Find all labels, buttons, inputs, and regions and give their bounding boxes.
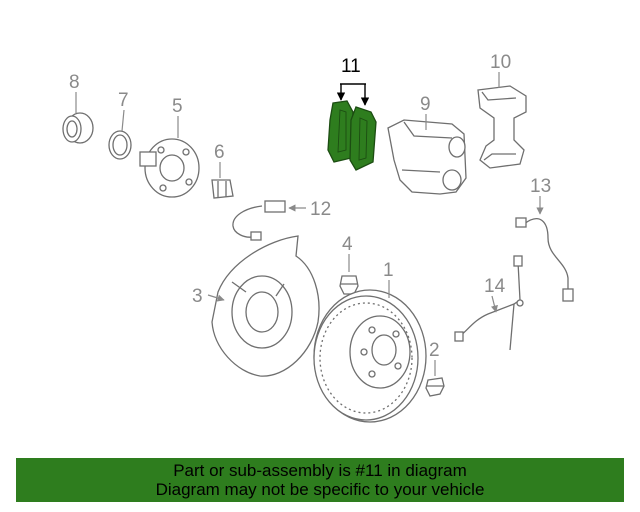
part-1-brake-rotor[interactable]: [313, 289, 427, 423]
leader-3: [207, 294, 225, 302]
leader-14: [490, 295, 498, 313]
part-7-snap-ring[interactable]: [108, 130, 132, 160]
part-8-bearing[interactable]: [62, 112, 94, 144]
banner-line-1: Part or sub-assembly is #11 in diagram: [173, 461, 467, 480]
callout-6: 6: [214, 142, 225, 163]
callout-12: 12: [310, 199, 331, 220]
part-2-bolt[interactable]: [425, 377, 445, 397]
part-14-abs-lead[interactable]: [454, 255, 524, 351]
callout-5: 5: [172, 96, 183, 117]
callout-14: 14: [484, 276, 506, 297]
part-6-nut[interactable]: [211, 179, 234, 199]
callout-11: 11: [341, 56, 361, 77]
info-banner: Part or sub-assembly is #11 in diagram D…: [16, 458, 624, 502]
exploded-brake-diagram: 8 7 5 6 12 11: [62, 52, 574, 423]
leader-7: [121, 109, 125, 132]
callout-10: 10: [490, 52, 511, 73]
callout-3: 3: [192, 286, 203, 307]
callout-8: 8: [69, 72, 80, 93]
callout-1: 1: [383, 260, 394, 281]
part-12-wear-sensor[interactable]: [232, 200, 286, 241]
callout-9: 9: [420, 94, 431, 115]
callout-4: 4: [342, 234, 353, 255]
callout-7: 7: [118, 90, 129, 111]
banner-line-2: Diagram may not be specific to your vehi…: [155, 480, 485, 499]
part-4-bolt[interactable]: [339, 275, 359, 295]
callout-2: 2: [429, 340, 440, 361]
part-5-hub[interactable]: [139, 138, 200, 198]
part-9-caliper[interactable]: [387, 119, 467, 195]
callout-13: 13: [530, 176, 551, 197]
part-11-brake-pads[interactable]: [327, 100, 377, 171]
part-3-backing-plate[interactable]: [211, 235, 320, 377]
part-13-abs-sensor[interactable]: [515, 217, 574, 302]
part-10-caliper-carrier[interactable]: [477, 85, 527, 169]
